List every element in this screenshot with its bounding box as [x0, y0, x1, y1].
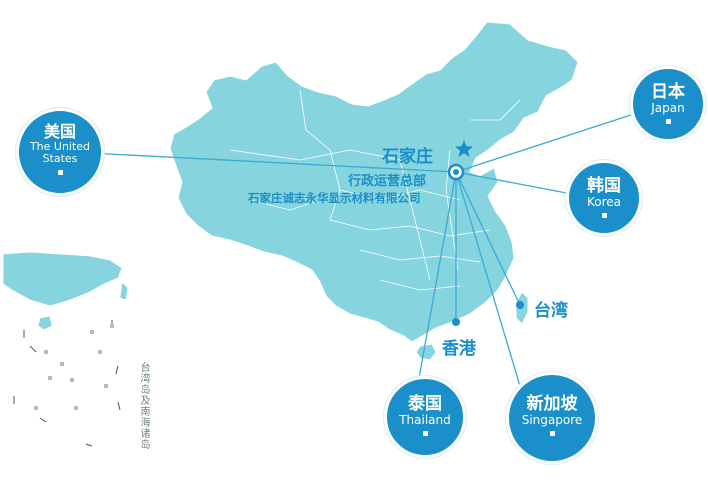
hub-company-name: 石家庄诚志永华显示材料有限公司 [248, 191, 421, 205]
taiwan-label: 台湾 [534, 301, 568, 321]
singapore-zh-label: 新加坡 [526, 394, 578, 414]
thailand-dot [422, 431, 428, 437]
singapore-en-label: Singapore [521, 412, 583, 427]
china-landmass [169, 21, 579, 343]
bubble-usa: 美国 The United States [16, 108, 104, 196]
hainan-island [415, 343, 437, 361]
thailand-zh-label: 泰国 [408, 394, 442, 414]
hub-dot [453, 169, 459, 175]
usa-en-label-1: The United [29, 139, 91, 153]
hongkong-label: 香港 [442, 339, 476, 359]
singapore-dot [549, 431, 555, 437]
hub-subtitle: 行政运营总部 [348, 174, 427, 189]
korea-zh-label: 韩国 [587, 176, 621, 196]
thailand-en-label: Thailand [399, 412, 451, 427]
bubble-japan: 日本 Japan [630, 66, 706, 142]
japan-en-label: Japan [651, 100, 685, 115]
south-china-sea-inset [2, 251, 129, 447]
korea-en-label: Korea [586, 194, 622, 209]
bubble-singapore: 新加坡 Singapore [506, 372, 598, 464]
hub-city-label: 石家庄 [382, 147, 433, 167]
usa-dot [57, 169, 63, 175]
bubble-korea: 韩国 Korea [566, 160, 642, 236]
korea-dot [601, 213, 607, 219]
capital-star-icon [455, 140, 473, 157]
japan-zh-label: 日本 [651, 82, 685, 102]
usa-en-label-2: States [42, 152, 78, 166]
route-lines [69, 111, 641, 387]
usa-zh-label: 美国 [43, 122, 76, 141]
inset-caption: 台湾岛及南海诸岛 [138, 362, 149, 450]
location-dots [452, 301, 524, 326]
bubble-thailand: 泰国 Thailand [384, 376, 466, 458]
japan-dot [665, 119, 671, 125]
